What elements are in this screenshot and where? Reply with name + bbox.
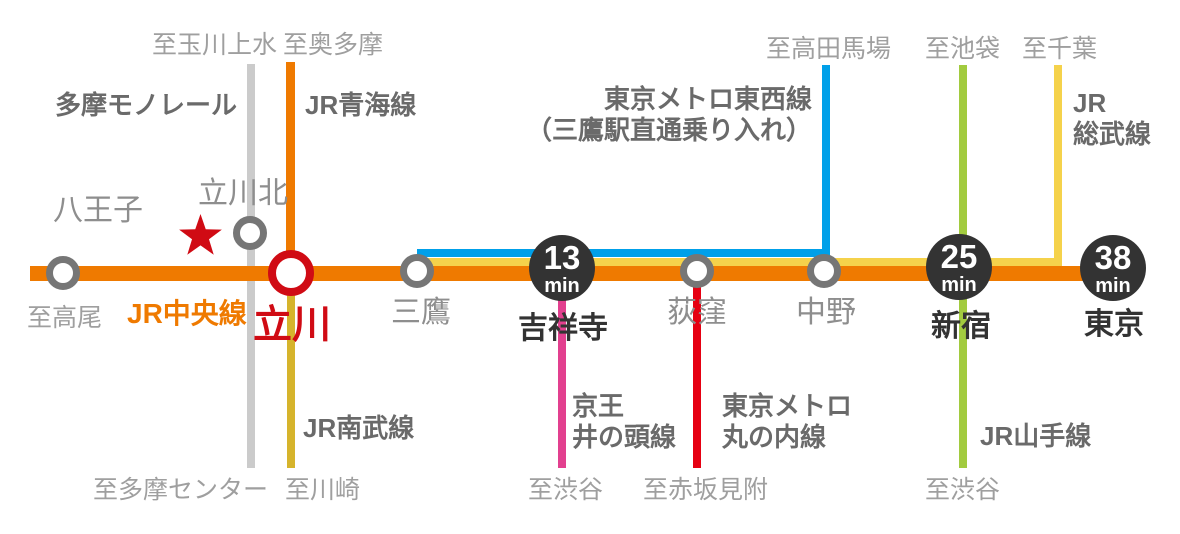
station-circle-ogikubo bbox=[680, 254, 714, 288]
label-sobu-line-1: JR bbox=[1073, 88, 1107, 118]
label-chuo-line: JR中央線 bbox=[127, 298, 247, 329]
sobu-line-horizontal bbox=[417, 258, 1062, 266]
station-circle-nakano bbox=[807, 254, 841, 288]
station-label-tokyo: 東京 bbox=[1084, 308, 1144, 341]
label-inokashira-line-1: 京王 bbox=[572, 391, 625, 421]
direction-shibuya-yamanote: 至渋谷 bbox=[925, 476, 1001, 504]
direction-takadanobaba: 至高田馬場 bbox=[766, 35, 892, 63]
station-label-tachikawa-kita: 立川北 bbox=[198, 177, 288, 210]
badge-shinjuku-unit: min bbox=[941, 273, 977, 296]
station-label-tachikawa: 立川 bbox=[252, 304, 332, 347]
label-marunouchi-line: 東京メトロ 丸の内線 bbox=[722, 391, 852, 452]
label-tama-monorail: 多摩モノレール bbox=[54, 90, 237, 120]
label-tozai-line: 東京メトロ東西線 （三鷹駅直通乗り入れ） bbox=[526, 84, 812, 145]
direction-shibuya-inokashira: 至渋谷 bbox=[528, 476, 604, 504]
station-label-shinjuku: 新宿 bbox=[931, 310, 991, 343]
station-label-ogikubo: 荻窪 bbox=[667, 296, 727, 329]
badge-tokyo-value: 38 bbox=[1094, 238, 1132, 276]
tozai-line-horizontal bbox=[417, 249, 830, 257]
direction-okutama: 至奥多摩 bbox=[283, 31, 384, 59]
label-inokashira-line: 京王 井の頭線 bbox=[572, 391, 676, 452]
label-nambu-line: JR南武線 bbox=[303, 413, 415, 443]
nambu-line bbox=[287, 273, 295, 468]
direction-akasaka-mitsuke: 至赤坂見附 bbox=[643, 476, 769, 504]
inokashira-line bbox=[558, 270, 566, 468]
direction-takao: 至高尾 bbox=[27, 304, 103, 332]
station-label-mitaka: 三鷹 bbox=[391, 296, 451, 329]
direction-tama-center: 至多摩センター bbox=[93, 476, 269, 504]
badge-shinjuku-value: 25 bbox=[940, 237, 978, 275]
station-circle-hachioji bbox=[46, 256, 80, 290]
badge-kichijoji-value: 13 bbox=[543, 238, 581, 276]
ome-line bbox=[286, 62, 295, 262]
badge-kichijoji-unit: min bbox=[544, 274, 580, 297]
label-tozai-line-2: （三鷹駅直通乗り入れ） bbox=[525, 114, 812, 145]
station-label-hachioji: 八王子 bbox=[53, 194, 143, 227]
badge-tokyo-unit: min bbox=[1095, 274, 1131, 297]
sobu-line-vertical bbox=[1054, 65, 1062, 266]
tozai-line-vertical bbox=[822, 65, 830, 256]
badge-tokyo-time: 38 min bbox=[1080, 235, 1146, 301]
station-circle-mitaka bbox=[400, 254, 434, 288]
direction-kawasaki: 至川崎 bbox=[285, 476, 361, 504]
badge-kichijoji-time: 13 min bbox=[529, 235, 595, 301]
label-marunouchi-line-1: 東京メトロ bbox=[722, 391, 853, 421]
label-tozai-line-1: 東京メトロ東西線 bbox=[603, 84, 812, 114]
label-ome-line: JR青海線 bbox=[305, 90, 417, 120]
direction-chiba: 至千葉 bbox=[1022, 35, 1098, 63]
label-yamanote-line: JR山手線 bbox=[980, 421, 1092, 451]
marunouchi-line bbox=[693, 271, 701, 468]
station-label-kichijoji: 吉祥寺 bbox=[518, 312, 608, 345]
label-sobu-line: JR 総武線 bbox=[1073, 88, 1151, 149]
current-location-star-icon bbox=[179, 214, 222, 255]
station-circle-tachikawa-kita bbox=[233, 216, 267, 250]
station-label-nakano: 中野 bbox=[796, 296, 856, 329]
label-sobu-line-2: 総武線 bbox=[1073, 118, 1152, 149]
station-circle-tachikawa bbox=[268, 250, 314, 296]
label-marunouchi-line-2: 丸の内線 bbox=[722, 421, 827, 452]
direction-ikebukuro: 至池袋 bbox=[925, 35, 1001, 63]
label-inokashira-line-2: 井の頭線 bbox=[572, 421, 677, 452]
badge-shinjuku-time: 25 min bbox=[926, 234, 992, 300]
direction-tamagawa-josui: 至玉川上水 bbox=[152, 31, 278, 59]
